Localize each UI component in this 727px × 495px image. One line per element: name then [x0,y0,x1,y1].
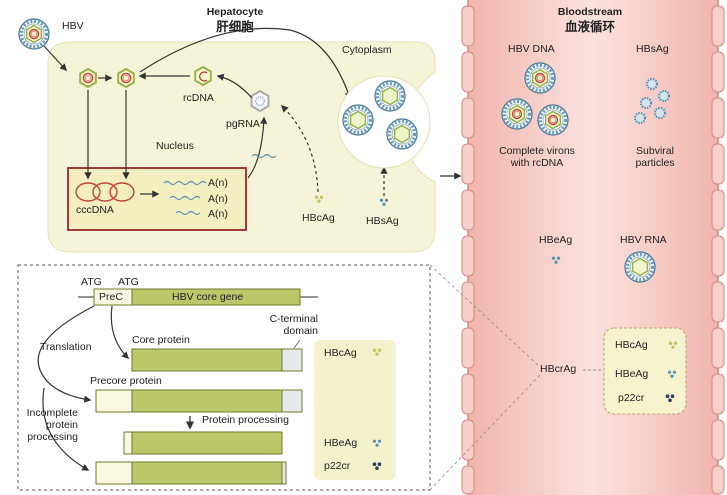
core-gene-bar [131,288,301,306]
cytoplasm-label: Cytoplasm [342,44,392,56]
virion-cluster-cytoplasm [337,75,431,169]
atg-label-1: ATG [81,276,102,288]
prec-label: PreC [99,291,123,303]
capsid-pgrna [250,89,270,113]
hbsag-cyto-label: HBsAg [366,215,399,227]
hbsag-blood-label: HBsAg [636,43,669,55]
cccdna-circles [75,182,135,202]
gene-hbeag-label: HBeAg [324,437,358,449]
hbv-rna-label: HBV RNA [620,234,667,246]
hbv-label: HBV [62,20,84,32]
core-protein-bar [131,348,283,372]
incomplete-processing-label: Incomplete protein processing [26,407,78,444]
hbeag-bar [131,431,283,455]
an-label-1: A(n) [208,177,228,189]
precore-protein-label: Precore protein [90,375,162,387]
pgrna-label: pgRNA [226,118,260,130]
precore-cterm [281,389,303,413]
capsid-rcdna [194,65,212,87]
hbcrag-box [603,327,687,415]
hbeag-blood-label: HBeAg [539,234,573,246]
hbcrag-label: HBcrAg [540,363,577,375]
hbv-virion-entering [17,17,51,51]
hepatocyte-title-cn: 肝细胞 [216,19,254,34]
p22cr-cterm-stub [281,461,287,485]
hbcrag-hbcag-label: HBcAg [615,339,648,351]
translation-label: Translation [40,341,92,353]
bloodstream-title: Bloodstream [557,6,623,18]
core-gene-label: HBV core gene [172,291,244,303]
protein-processing-label: Protein processing [202,414,289,426]
an-label-2: A(n) [208,193,228,205]
gene-hbcag-label: HBcAg [324,347,357,359]
p22cr-signal [95,461,133,485]
hbv-dna-label: HBV DNA [508,43,555,55]
hbcag-cyto-label: HBcAg [302,212,335,224]
core-protein-cterm [281,348,303,372]
capsid-2 [117,68,135,88]
c-terminal-label: C-terminal domain [269,313,318,338]
p22cr-bar [131,461,283,485]
precore-signal [95,389,133,413]
mrna-transcripts [163,153,277,216]
an-label-3: A(n) [208,208,228,220]
nucleus-label: Nucleus [156,140,194,152]
hbeag-bar-lead [123,431,133,455]
gene-p22cr-label: p22cr [324,460,351,472]
atg-label-2: ATG [118,276,139,288]
hbcrag-p22cr-label: p22cr [618,392,645,404]
core-protein-label: Core protein [132,334,190,346]
hepatocyte-title: Hepatocyte [206,6,264,18]
bloodstream-vessel [461,0,725,495]
precore-protein-bar [131,389,283,413]
rcdna-label: rcDNA [183,92,214,104]
complete-virions-label: Complete virons with rcDNA [499,145,575,170]
bloodstream-title-cn: 血液循环 [564,19,615,34]
hbv-rna-virion [623,250,657,284]
hbcrag-hbeag-label: HBeAg [615,368,649,380]
subviral-label: Subviral particles [635,145,675,170]
gene-legend-box [314,340,396,480]
cccdna-label: cccDNA [76,204,114,216]
capsid-1 [79,68,97,88]
